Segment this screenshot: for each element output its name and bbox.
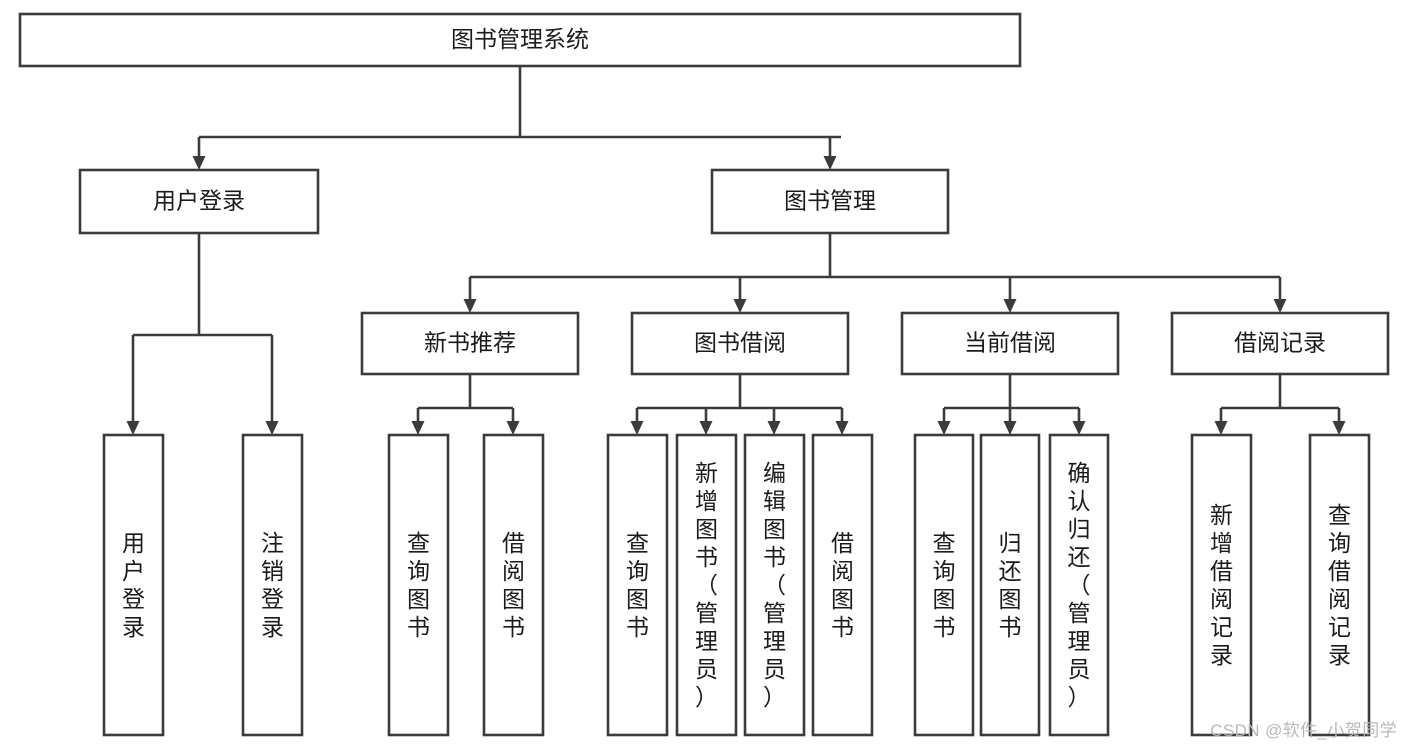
node-box-leaf-query-book-borrow [606,433,669,737]
arrow-leaf-2 [265,421,279,435]
node-label-leaf-user-login: 用户登录 [122,530,145,640]
node-leaf-logout[interactable]: 注销登录 [241,433,304,737]
node-leaf-add-book[interactable]: 新增图书（管理员） [675,433,738,737]
node-leaf-borrow-book[interactable]: 借阅图书 [811,433,874,737]
node-leaf-query-book-borrow[interactable]: 查询图书 [606,433,669,737]
node-box-leaf-user-login [102,433,165,737]
node-new-book-recommend[interactable]: 新书推荐 [360,311,580,376]
node-box-leaf-query-book-rec [387,433,450,737]
arrow-leaf-1 [126,421,140,435]
node-borrow-record[interactable]: 借阅记录 [1170,311,1390,376]
arrow-leaf-9 [937,421,951,435]
arrow-leaf-13 [1332,421,1346,435]
node-box-leaf-query-book-current [913,433,975,737]
arrow-user-login [192,156,206,170]
node-label-user-login: 用户登录 [153,188,245,214]
node-label-leaf-borrow-book: 借阅图书 [831,530,854,640]
node-box-leaf-query-record [1308,433,1371,737]
node-box-leaf-edit-book [743,433,806,737]
node-box-book-borrow [630,311,850,376]
node-book-borrow[interactable]: 图书借阅 [630,311,850,376]
node-leaf-edit-book[interactable]: 编辑图书（管理员） [743,433,806,737]
arrow-borrow-record-node [1273,299,1287,313]
node-box-leaf-logout [241,433,304,737]
arrow-heads [126,156,1346,435]
node-label-leaf-edit-book: 编辑图书（管理员） [763,460,786,710]
node-label-leaf-add-record: 新增借阅记录 [1210,502,1233,668]
node-label-leaf-confirm-return: 确认归还（管理员） [1068,460,1091,710]
node-leaf-return-book[interactable]: 归还图书 [979,433,1041,737]
node-leaf-query-book-rec[interactable]: 查询图书 [387,433,450,737]
node-box-leaf-add-record [1190,433,1253,737]
arrow-current-borrow-node [1003,299,1017,313]
arrow-leaf-6 [699,421,713,435]
node-box-book-management [710,168,950,235]
node-label-book-management: 图书管理 [784,188,876,214]
node-label-book-borrow: 图书借阅 [694,330,786,356]
node-leaf-add-record[interactable]: 新增借阅记录 [1190,433,1253,737]
node-leaf-user-login[interactable]: 用户登录 [102,433,165,737]
node-leaf-confirm-return[interactable]: 确认归还（管理员） [1048,433,1110,737]
node-box-leaf-return-book [979,433,1041,737]
arrow-leaf-4 [506,421,520,435]
node-label-leaf-query-book-rec: 查询图书 [407,530,430,640]
node-label-leaf-add-book: 新增图书（管理员） [695,460,718,710]
arrow-leaf-5 [630,421,644,435]
node-leaf-query-record[interactable]: 查询借阅记录 [1308,433,1371,737]
node-box-borrow-record [1170,311,1390,376]
connector-lines [131,66,1341,423]
node-box-leaf-borrow-book-rec [482,433,545,737]
node-label-leaf-logout: 注销登录 [261,530,284,640]
node-box-new-book-recommend [360,311,580,376]
node-label-new-book-recommend: 新书推荐 [424,330,516,356]
node-box-root [18,12,1022,68]
node-user-login[interactable]: 用户登录 [78,168,320,235]
node-label-leaf-return-book: 归还图书 [999,530,1022,640]
node-leaf-borrow-book-rec[interactable]: 借阅图书 [482,433,545,737]
node-box-leaf-add-book [675,433,738,737]
node-label-root: 图书管理系统 [451,26,589,52]
arrow-book-borrow-node [733,299,747,313]
node-book-management[interactable]: 图书管理 [710,168,950,235]
arrow-leaf-7 [767,421,781,435]
node-label-borrow-record: 借阅记录 [1234,330,1326,356]
node-label-leaf-query-book-current: 查询图书 [933,530,956,640]
node-label-current-borrow: 当前借阅 [964,330,1056,356]
arrow-leaf-11 [1072,421,1086,435]
node-box-user-login [78,168,320,235]
diagram-nodes: 图书管理系统用户登录图书管理新书推荐图书借阅当前借阅借阅记录用户登录注销登录查询… [18,12,1390,737]
arrow-leaf-8 [835,421,849,435]
arrow-book-management [823,156,837,170]
node-root[interactable]: 图书管理系统 [18,12,1022,68]
node-label-leaf-borrow-book-rec: 借阅图书 [502,530,525,640]
arrow-leaf-3 [411,421,425,435]
arrow-new-book [463,299,477,313]
node-box-current-borrow [900,311,1120,376]
node-current-borrow[interactable]: 当前借阅 [900,311,1120,376]
arrow-leaf-10 [1003,421,1017,435]
node-label-leaf-query-book-borrow: 查询图书 [626,530,649,640]
arrow-leaf-12 [1214,421,1228,435]
node-box-leaf-borrow-book [811,433,874,737]
node-box-leaf-confirm-return [1048,433,1110,737]
node-leaf-query-book-current[interactable]: 查询图书 [913,433,975,737]
node-label-leaf-query-record: 查询借阅记录 [1328,502,1351,668]
